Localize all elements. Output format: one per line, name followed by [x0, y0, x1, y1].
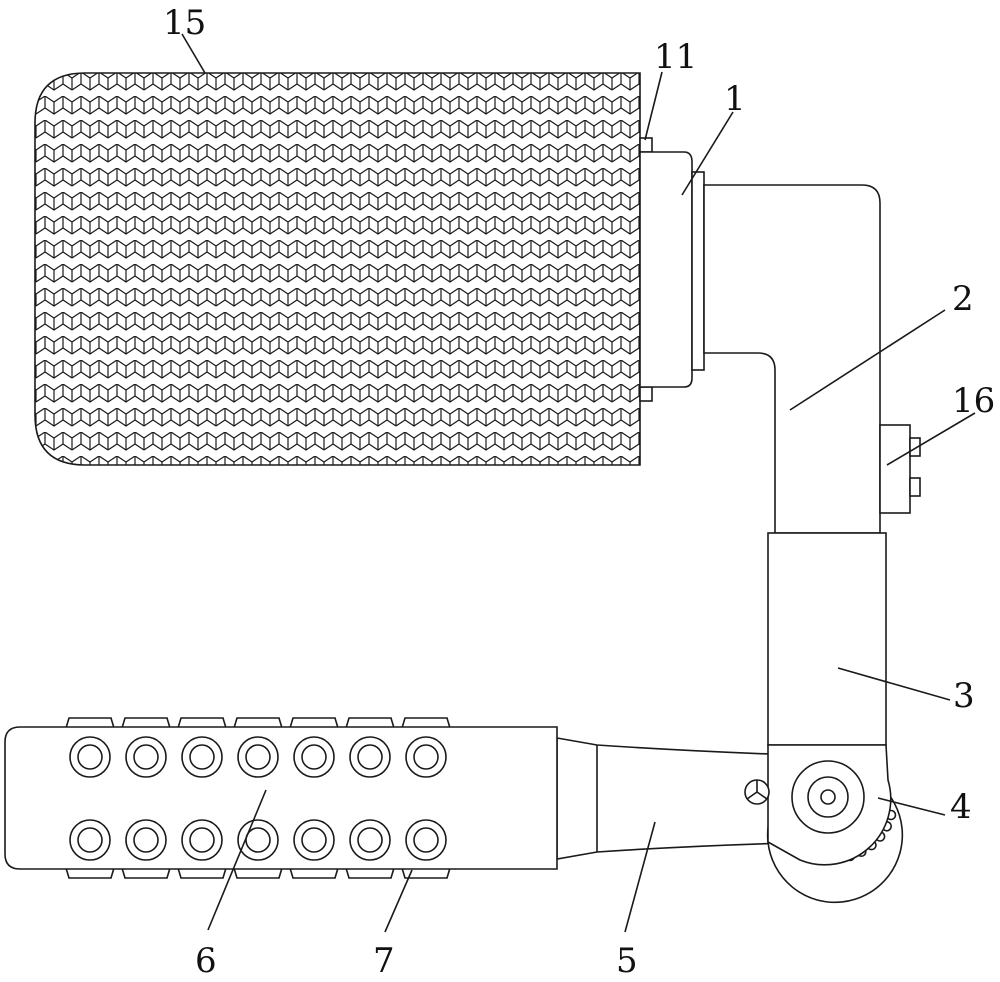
label-15: 15 — [163, 3, 206, 43]
side-buttons — [879, 424, 921, 514]
label-2: 2 — [952, 279, 974, 319]
grip-stud — [177, 867, 227, 879]
grip-ring-inner — [189, 827, 215, 853]
grip-ring-inner — [133, 744, 159, 770]
grip-stud — [233, 867, 283, 879]
grip-ring-inner — [413, 744, 439, 770]
label-7: 7 — [373, 941, 395, 981]
grip-stud — [65, 717, 115, 729]
grip-stud — [401, 867, 451, 879]
grip-stud — [121, 717, 171, 729]
grip-studs-top — [65, 717, 451, 729]
grip-stud — [177, 717, 227, 729]
grip-stud — [289, 717, 339, 729]
grip-stud — [233, 717, 283, 729]
connector-block — [639, 151, 705, 388]
label-16: 16 — [952, 381, 995, 421]
grip-ring-inner — [357, 827, 383, 853]
grip-ring-inner — [245, 744, 271, 770]
grip-ring-inner — [301, 744, 327, 770]
grip-stud — [345, 867, 395, 879]
part-labels: 15 11 1 2 16 3 4 6 7 5 — [163, 3, 995, 981]
label-11: 11 — [654, 37, 697, 77]
grip-stud — [345, 717, 395, 729]
grip-stud — [65, 867, 115, 879]
grip-stud — [289, 867, 339, 879]
grip-ring-inner — [133, 827, 159, 853]
label-5: 5 — [616, 941, 638, 981]
grip-stud — [401, 717, 451, 729]
lever-screw — [744, 779, 770, 805]
grip-ring-inner — [413, 827, 439, 853]
grip-studs-bottom — [65, 867, 451, 879]
grip-ring-inner — [301, 827, 327, 853]
label-6: 6 — [195, 941, 217, 981]
leader-lines — [181, 33, 976, 933]
label-3: 3 — [953, 676, 975, 716]
pivot-hub — [766, 744, 904, 904]
grip-ring-inner — [357, 744, 383, 770]
label-1: 1 — [724, 79, 746, 119]
grip-ring-inner — [77, 744, 103, 770]
grip-stud — [121, 867, 171, 879]
grip-ring-inner — [77, 827, 103, 853]
textured-pad — [34, 72, 641, 466]
vertical-tube — [767, 532, 887, 746]
grip-rings — [69, 736, 447, 861]
label-4: 4 — [950, 787, 972, 827]
grip-ring-inner — [189, 744, 215, 770]
bent-arm — [703, 184, 881, 534]
handle-grip — [4, 717, 558, 879]
